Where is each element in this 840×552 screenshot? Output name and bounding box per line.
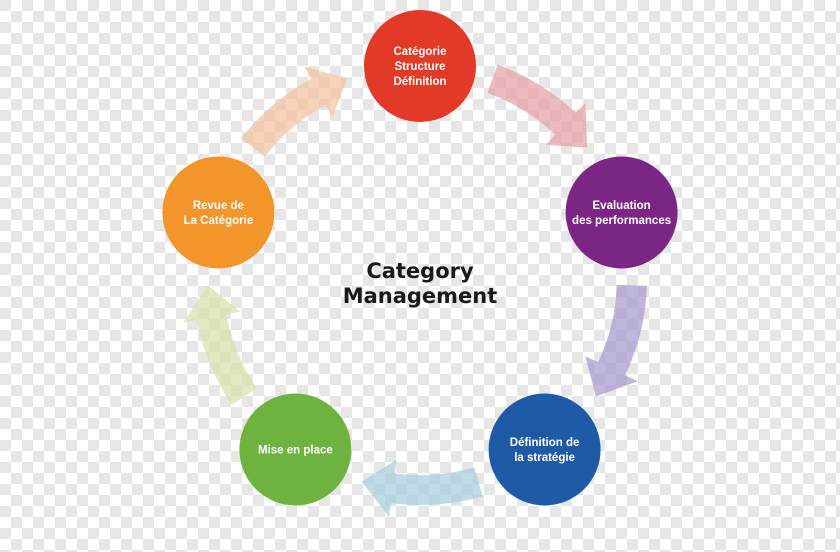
node-circle-evaluation-performances xyxy=(565,156,678,269)
cycle-arrows xyxy=(183,64,647,517)
node-label-structure-definition-line-3: Définition xyxy=(393,76,446,88)
center-title-line-1: Category xyxy=(366,259,474,283)
node-label-evaluation-performances-line-2: des performances xyxy=(572,215,671,227)
node-circle-revue-categorie xyxy=(162,156,275,269)
node-label-definition-strategie-line-1: Définition de xyxy=(510,437,580,449)
node-label-definition-strategie-line-2: la stratégie xyxy=(514,452,575,464)
node-label-structure-definition-line-2: Structure xyxy=(394,61,445,73)
node-circle-definition-strategie xyxy=(488,393,601,506)
node-mise-en-place: Mise en place xyxy=(239,393,352,506)
node-label-evaluation-performances-line-1: Evaluation xyxy=(593,200,651,212)
arrow-definition-strategie-to-mise-en-place xyxy=(361,459,483,517)
node-label-mise-en-place-line-1: Mise en place xyxy=(258,445,333,457)
arrow-mise-en-place-to-revue-categorie xyxy=(183,285,257,405)
node-evaluation-performances: Evaluation des performances xyxy=(565,156,678,269)
arrow-revue-categorie-to-structure-definition xyxy=(241,66,348,157)
arrow-structure-definition-to-evaluation-performances xyxy=(487,64,588,148)
node-label-revue-categorie-line-1: Revue de xyxy=(193,200,244,212)
arrow-evaluation-performances-to-definition-strategie xyxy=(585,284,647,397)
node-definition-strategie: Définition de la stratégie xyxy=(488,393,601,506)
node-revue-categorie: Revue de La Catégorie xyxy=(162,156,275,269)
center-title-line-2: Management xyxy=(343,284,498,308)
node-label-structure-definition-line-1: Catégorie xyxy=(393,46,446,58)
node-circle-structure-definition xyxy=(364,10,476,122)
node-circle-mise-en-place xyxy=(239,393,352,506)
node-label-revue-categorie-line-2: La Catégorie xyxy=(184,215,254,227)
